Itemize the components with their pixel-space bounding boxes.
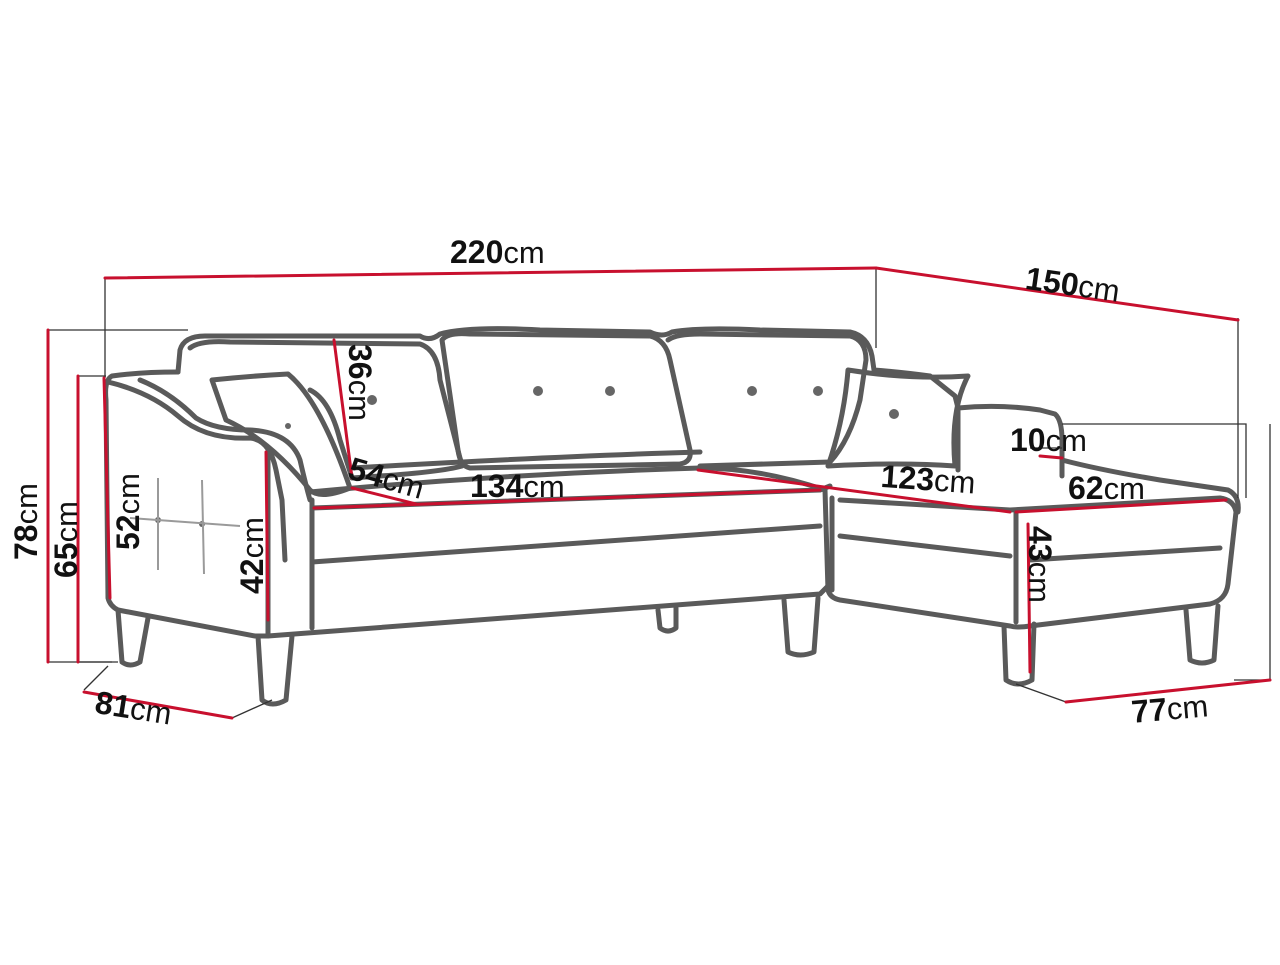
dimension-lines xyxy=(46,266,1272,720)
leg xyxy=(781,595,821,658)
dim-value: 77 xyxy=(1129,690,1169,730)
dim-label-total-height: 78cm xyxy=(8,483,44,560)
dim-label-armrest-height: 52cm xyxy=(110,473,146,550)
dim-label-seat-height: 42cm xyxy=(234,517,270,594)
dim-label-chaise-seat-length: 123cm xyxy=(879,458,977,501)
dim-unit: cm xyxy=(1045,423,1087,458)
dim-unit: cm xyxy=(342,379,377,421)
leg xyxy=(655,605,679,634)
dim-label-total-width: 220cm xyxy=(450,236,545,268)
dim-unit: cm xyxy=(127,690,175,732)
button xyxy=(889,409,899,419)
dim-line-134 xyxy=(312,488,822,510)
dim-value: 150 xyxy=(1023,260,1082,304)
dim-label-chaise-arm-width: 10cm xyxy=(1010,424,1087,456)
right-throw-pillow xyxy=(825,367,971,469)
back-cushion-1 xyxy=(187,339,465,481)
dim-line-43 xyxy=(1026,522,1032,674)
guide-lines xyxy=(48,268,1271,719)
dim-value: 42 xyxy=(234,558,270,594)
dim-value: 43 xyxy=(1022,526,1058,562)
dim-unit: cm xyxy=(523,469,565,504)
dim-unit: cm xyxy=(932,462,977,501)
dim-unit: cm xyxy=(1076,268,1122,309)
button xyxy=(605,386,615,396)
dim-unit: cm xyxy=(503,235,545,270)
dim-unit: cm xyxy=(235,517,270,559)
dim-line-81 xyxy=(82,690,234,720)
dim-value: 52 xyxy=(110,514,146,550)
dim-unit: cm xyxy=(111,473,146,515)
dim-label-chaise-height: 43cm xyxy=(1022,526,1058,603)
dim-line-62 xyxy=(1014,498,1228,514)
dim-value: 62 xyxy=(1068,470,1104,506)
sofa-outline xyxy=(103,326,1241,707)
arm-tufting xyxy=(129,478,241,575)
leg xyxy=(1183,603,1221,666)
dim-line-77 xyxy=(1064,678,1272,704)
dim-line-150 xyxy=(874,266,1240,322)
dim-line-220 xyxy=(103,266,878,280)
dim-value: 10 xyxy=(1010,422,1046,458)
dim-unit: cm xyxy=(1165,688,1210,727)
dim-line-52 xyxy=(102,376,112,600)
backrest-outline xyxy=(175,326,1241,515)
dim-unit: cm xyxy=(1103,471,1145,506)
main-base-outline xyxy=(265,583,831,639)
dim-label-chaise-width: 77cm xyxy=(1129,688,1210,730)
leg xyxy=(115,607,151,668)
dim-line-42 xyxy=(264,450,270,622)
dim-value: 134 xyxy=(470,468,524,504)
button xyxy=(813,386,823,396)
dim-value: 36 xyxy=(342,344,378,380)
dim-value: 81 xyxy=(92,684,134,726)
leg xyxy=(1001,621,1037,687)
button xyxy=(747,386,757,396)
dim-line-36 xyxy=(332,338,354,480)
leg xyxy=(255,633,295,707)
back-cushion-3 xyxy=(665,331,869,469)
button xyxy=(533,386,543,396)
dim-line-54 xyxy=(350,486,418,506)
dim-line-10 xyxy=(1038,454,1064,460)
dim-value: 220 xyxy=(450,234,504,270)
dim-value: 78 xyxy=(8,524,44,560)
dim-value: 65 xyxy=(48,542,84,578)
dim-unit: cm xyxy=(9,483,44,525)
dim-unit: cm xyxy=(1022,561,1057,603)
dim-label-back-height: 65cm xyxy=(48,501,84,578)
button xyxy=(285,423,291,429)
button xyxy=(367,395,377,405)
dim-label-seat-width: 134cm xyxy=(470,470,565,502)
back-cushion-2 xyxy=(439,331,693,471)
dim-line-123 xyxy=(696,468,1012,514)
dim-value: 123 xyxy=(879,458,936,498)
left-armrest-outline xyxy=(103,369,271,639)
dim-label-chaise-seat-width: 62cm xyxy=(1068,472,1145,504)
dim-unit: cm xyxy=(49,501,84,543)
dim-label-cushion-height: 36cm xyxy=(342,344,378,421)
left-throw-pillow xyxy=(209,371,353,497)
